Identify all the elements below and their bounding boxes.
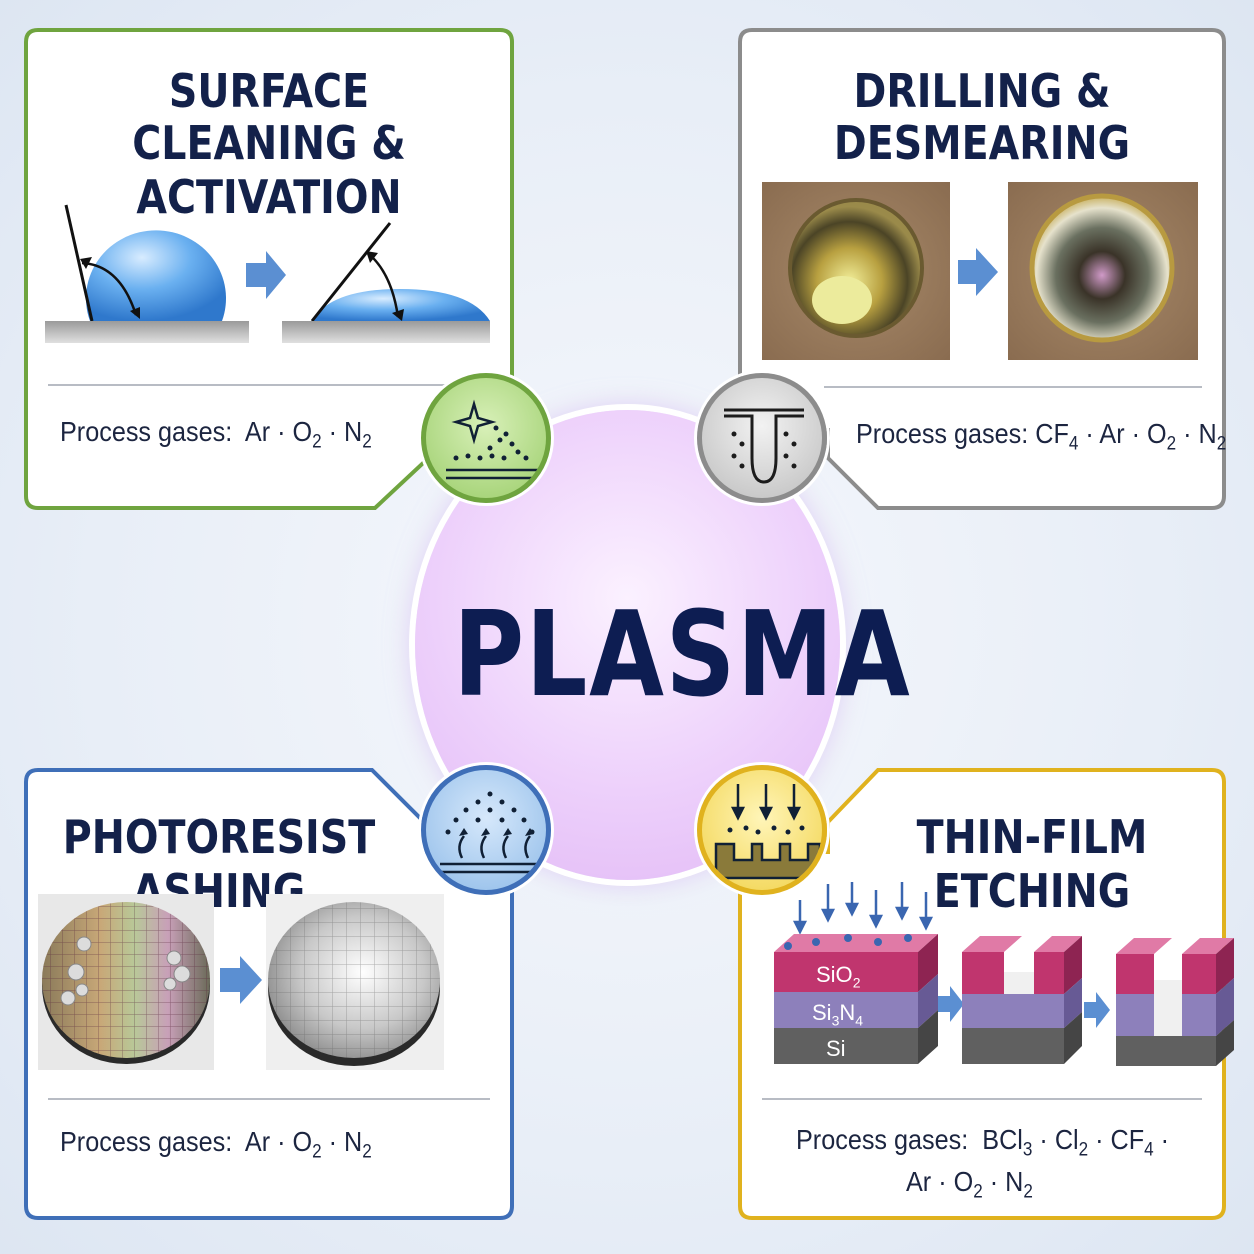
substrate-after <box>282 321 490 343</box>
drilling-gases: Process gases: CF4 · Ar · O2 · N2 <box>856 418 1227 455</box>
layer-label-si3n4: Si3N4 <box>812 1000 864 1029</box>
etching-divider <box>762 1098 1202 1100</box>
ashing-icon <box>421 765 551 895</box>
etching-title: THIN-FILM ETCHING <box>916 810 1148 918</box>
drilling-panel: DRILLING & DESMEARING Process gases: CF4… <box>740 30 1227 508</box>
ashing-divider <box>48 1098 490 1100</box>
droplet-after <box>310 222 490 322</box>
etching-gases-line2: Ar · O2 · N2 <box>906 1166 1033 1203</box>
stack-final <box>1116 938 1234 1066</box>
drilling-title-line1: DRILLING & <box>853 64 1111 118</box>
drilling-title-line2: DESMEARING <box>833 116 1131 170</box>
arrow-right-icon <box>220 956 262 1004</box>
surface-divider <box>48 384 452 386</box>
contact-angle-illustration <box>45 204 490 343</box>
hole-after-photo <box>1008 182 1198 360</box>
wafer-illustration <box>38 894 444 1070</box>
surface-gases: Process gases: Ar · O2 · N2 <box>60 416 372 453</box>
layer-label-si: Si <box>826 1036 846 1061</box>
layer-label-sio2: SiO2 <box>816 962 861 991</box>
wafer-before <box>38 894 214 1070</box>
hole-before-photo <box>762 182 950 360</box>
substrate-before <box>45 321 249 343</box>
arrow-right-icon <box>938 986 964 1022</box>
etch-stack-illustration <box>774 882 1234 1066</box>
arrow-right-icon <box>246 251 286 299</box>
surface-panel: SURFACE CLEANING & ACTIVATION Process ga… <box>26 30 512 508</box>
surface-title-line2: CLEANING & ACTIVATION <box>132 116 406 224</box>
ashing-gases: Process gases: Ar · O2 · N2 <box>60 1126 372 1163</box>
drill-hole-photos <box>762 182 1198 360</box>
etching-icon <box>697 765 827 895</box>
ion-arrows <box>792 882 934 935</box>
stack-initial <box>774 934 938 1064</box>
arrow-right-icon <box>1084 992 1110 1028</box>
arrow-right-icon <box>958 248 998 296</box>
wafer-after <box>266 894 444 1070</box>
surface-title-line1: SURFACE <box>168 64 370 118</box>
stack-mid <box>962 936 1082 1064</box>
droplet-before <box>64 204 226 322</box>
via-hole-icon <box>697 373 827 503</box>
etching-gases-line1: Process gases: BCl3 · Cl2 · CF4 · <box>796 1124 1170 1161</box>
drilling-divider <box>824 386 1202 388</box>
surface-activation-icon <box>421 373 551 503</box>
etching-panel: THIN-FILM ETCHING Process gases: BCl3 · … <box>740 770 1224 1218</box>
